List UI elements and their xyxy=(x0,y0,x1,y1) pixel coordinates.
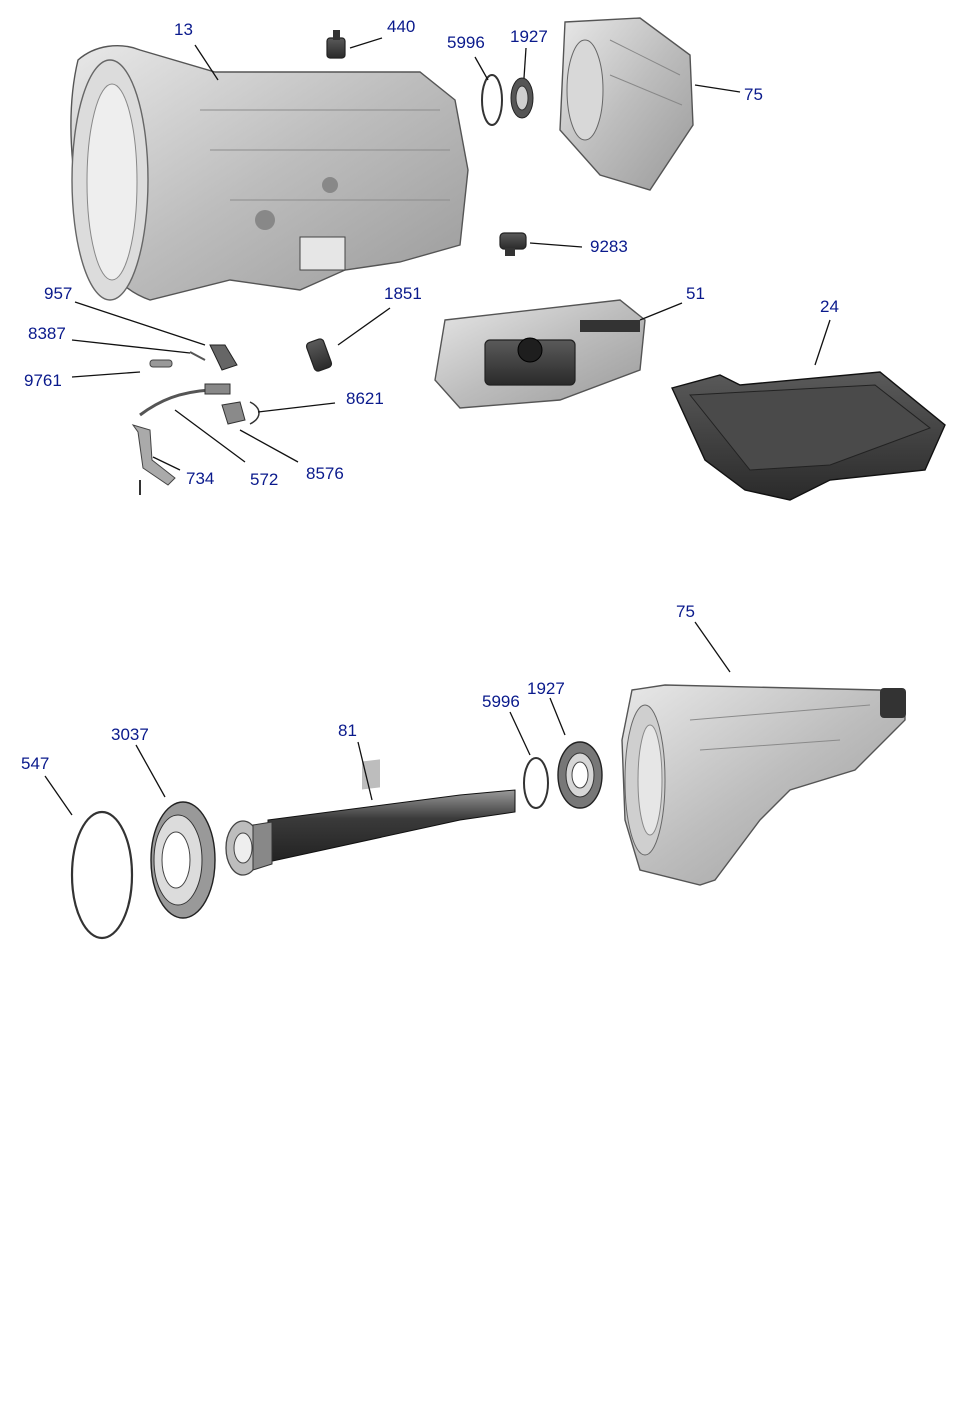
snap-ring-5996-top xyxy=(481,74,503,126)
callout-8621[interactable]: 8621 xyxy=(346,389,384,408)
callout-75-top[interactable]: 75 xyxy=(744,85,763,104)
transmission-case-illustration xyxy=(70,45,469,301)
oil-pan-24-illustration xyxy=(671,371,946,501)
callout-957[interactable]: 957 xyxy=(44,284,72,303)
callout-51[interactable]: 51 xyxy=(686,284,705,303)
callout-9761[interactable]: 9761 xyxy=(24,371,62,390)
callout-572[interactable]: 572 xyxy=(250,470,278,489)
callout-440[interactable]: 440 xyxy=(387,17,415,36)
extension-housing-75-top xyxy=(559,17,694,191)
callout-5996-top[interactable]: 5996 xyxy=(447,33,485,52)
callout-8576[interactable]: 8576 xyxy=(306,464,344,483)
callouts-bottom: 75 5996 1927 547 3037 81 xyxy=(21,602,695,773)
callouts-top: 13 440 5996 1927 75 9283 957 1851 51 24 … xyxy=(24,17,839,489)
callout-24[interactable]: 24 xyxy=(820,297,839,316)
callout-75-bottom[interactable]: 75 xyxy=(676,602,695,621)
callout-81[interactable]: 81 xyxy=(338,721,357,740)
sensor-440-illustration xyxy=(326,30,346,59)
leader-lines-top xyxy=(71,37,831,471)
callout-5996-bottom[interactable]: 5996 xyxy=(482,692,520,711)
callout-1851[interactable]: 1851 xyxy=(384,284,422,303)
sensor-1851-illustration xyxy=(305,338,333,372)
leader-lines-bottom xyxy=(44,621,731,816)
callout-9283[interactable]: 9283 xyxy=(590,237,628,256)
bearing-3037-illustration xyxy=(150,801,216,919)
callout-3037[interactable]: 3037 xyxy=(111,725,149,744)
callout-1927-bottom[interactable]: 1927 xyxy=(527,679,565,698)
callout-8387[interactable]: 8387 xyxy=(28,324,66,343)
callout-1927-top[interactable]: 1927 xyxy=(510,27,548,46)
valve-body-51-illustration xyxy=(434,299,646,409)
output-shaft-81-illustration xyxy=(225,759,516,876)
snap-ring-547-illustration xyxy=(70,810,134,940)
callout-734[interactable]: 734 xyxy=(186,469,214,488)
bearing-1927-top xyxy=(510,77,534,119)
sensor-9283-illustration xyxy=(499,232,527,256)
callout-547[interactable]: 547 xyxy=(21,754,49,773)
linkage-small-parts xyxy=(131,344,260,495)
bearing-1927-bottom xyxy=(557,741,603,809)
extension-housing-75-bottom xyxy=(621,684,906,886)
snap-ring-5996-bottom xyxy=(523,757,549,809)
callout-13[interactable]: 13 xyxy=(174,20,193,39)
